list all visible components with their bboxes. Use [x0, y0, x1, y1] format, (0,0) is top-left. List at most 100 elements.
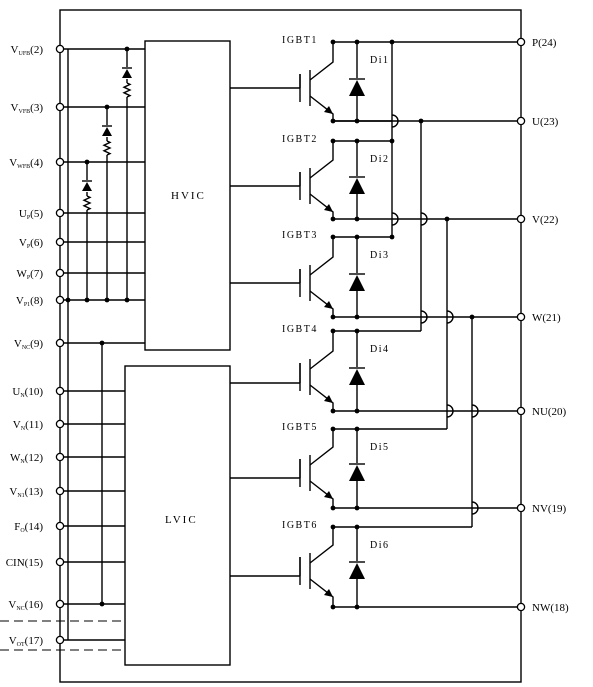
left-pin-label: FO(14): [14, 521, 43, 534]
igbt-label: IGBT6: [282, 520, 318, 531]
junction-dot: [330, 524, 336, 530]
left-pin-terminal: [55, 268, 65, 278]
junction-dot: [354, 314, 360, 320]
right-pin-label: NU(20): [532, 406, 567, 418]
junction-dot: [354, 426, 360, 432]
junction-dot: [354, 524, 360, 530]
junction-dot: [330, 314, 336, 320]
right-pin-label: NW(18): [532, 602, 569, 614]
diode-label: Di4: [370, 344, 390, 355]
left-pin-terminal: [55, 386, 65, 396]
junction-dot: [84, 159, 90, 165]
left-pin-terminal: [55, 419, 65, 429]
junction-dot: [330, 426, 336, 432]
junction-dot: [389, 39, 395, 45]
left-pin-terminal: [55, 599, 65, 609]
left-pin-terminal: [55, 237, 65, 247]
left-pin-terminal: [55, 102, 65, 112]
left-pin-terminal: [55, 486, 65, 496]
left-pin-terminal: [55, 157, 65, 167]
right-pin-terminal: [516, 312, 526, 322]
bootstrap-diode: [122, 69, 132, 78]
diode-label: Di3: [370, 250, 390, 261]
freewheel-diode: [349, 563, 365, 579]
igbt-collector: [309, 527, 334, 564]
junction-dot: [354, 216, 360, 222]
left-pin-terminal: [55, 521, 65, 531]
bootstrap-diode: [82, 182, 92, 191]
right-pin-label: NV(19): [532, 503, 567, 515]
bootstrap-diode: [102, 127, 112, 136]
junction-dot: [124, 297, 130, 303]
freewheel-diode: [349, 275, 365, 291]
left-pin-label: VVFB(3): [11, 102, 44, 115]
left-pin-label: WN(12): [10, 452, 43, 465]
bootstrap-resistor: [102, 140, 112, 156]
right-pin-label: W(21): [532, 312, 561, 324]
wire-crossover-hop: [446, 310, 454, 324]
right-pin-terminal: [516, 503, 526, 513]
igbt-collector: [309, 429, 334, 466]
igbt-label: IGBT4: [282, 324, 318, 335]
left-pin-label: CIN(15): [6, 557, 44, 569]
junction-dot: [389, 234, 395, 240]
left-pin-label: VNC(16): [8, 599, 43, 612]
junction-dot: [354, 328, 360, 334]
diode-label: Di2: [370, 154, 390, 165]
igbt-emitter-arrow: [324, 301, 333, 309]
left-pin-terminal: [55, 208, 65, 218]
freewheel-diode: [349, 369, 365, 385]
freewheel-diode: [349, 178, 365, 194]
junction-dot: [354, 505, 360, 511]
left-pin-label: VN(11): [13, 419, 44, 432]
junction-dot: [330, 328, 336, 334]
junction-dot: [469, 314, 475, 320]
junction-dot: [354, 604, 360, 610]
left-pin-terminal: [55, 338, 65, 348]
right-pin-terminal: [516, 116, 526, 126]
lvic-label: LVIC: [165, 514, 198, 526]
junction-dot: [330, 505, 336, 511]
left-pin-label: VOT(17): [9, 635, 44, 648]
junction-dot: [330, 408, 336, 414]
igbt-label: IGBT5: [282, 422, 318, 433]
left-pin-label: VUFB(2): [11, 44, 44, 57]
bootstrap-resistor: [122, 82, 132, 98]
junction-dot: [84, 297, 90, 303]
junction-dot: [330, 216, 336, 222]
left-pin-terminal: [55, 557, 65, 567]
junction-dot: [104, 104, 110, 110]
left-pin-label: VNC(9): [14, 338, 43, 351]
igbt-collector: [309, 42, 334, 81]
left-pin-terminal: [55, 635, 65, 645]
package-outline: [59, 9, 522, 683]
igbt-collector: [309, 331, 334, 370]
left-pin-terminal: [55, 44, 65, 54]
hvic-label: HVIC: [171, 190, 206, 202]
left-pin-label: VP(6): [19, 237, 43, 250]
left-pin-label: UN(10): [12, 386, 43, 399]
diode-label: Di6: [370, 540, 390, 551]
junction-dot: [354, 234, 360, 240]
junction-dot: [99, 340, 105, 346]
right-pin-label: P(24): [532, 37, 557, 49]
wire-crossover-hop: [420, 212, 428, 226]
freewheel-diode: [349, 465, 365, 481]
right-pin-label: U(23): [532, 116, 559, 128]
diode-label: Di1: [370, 55, 390, 66]
diode-label: Di5: [370, 442, 390, 453]
junction-dot: [330, 604, 336, 610]
wire-crossover-hop: [420, 310, 428, 324]
junction-dot: [330, 234, 336, 240]
left-pin-label: WP(7): [16, 268, 43, 281]
right-pin-terminal: [516, 214, 526, 224]
right-pin-terminal: [516, 406, 526, 416]
igbt-emitter-arrow: [324, 204, 333, 212]
left-pin-label: VWFB(4): [9, 157, 43, 170]
lvic-block: [124, 365, 231, 666]
